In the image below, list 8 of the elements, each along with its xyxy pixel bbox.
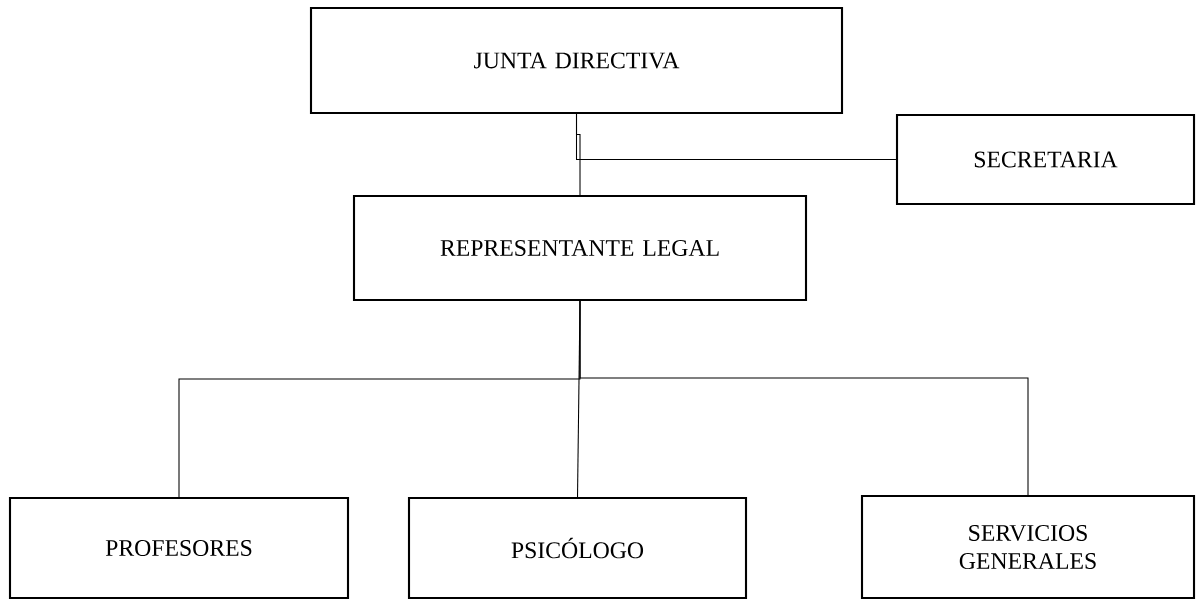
org-box: SECRETARIA	[895, 113, 1196, 206]
org-box: JUNTA DIRECTIVA	[309, 6, 844, 115]
org-box: PSICÓLOGO	[407, 496, 748, 600]
org-box: REPRESENTANTE LEGAL	[352, 194, 808, 302]
org-box: SERVICIOS GENERALES	[860, 494, 1196, 600]
org-box: PROFESORES	[8, 496, 350, 600]
connector-line	[576, 113, 897, 161]
connector-line	[579, 300, 1029, 496]
